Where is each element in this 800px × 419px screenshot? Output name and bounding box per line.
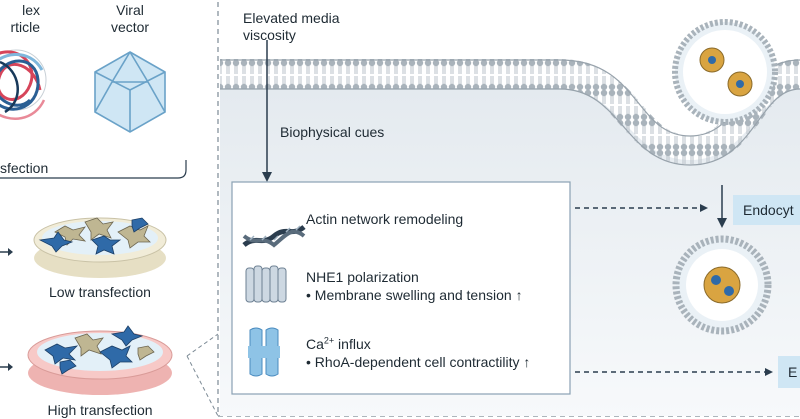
calcium-channel-icon bbox=[248, 327, 280, 377]
low-transfection-label: Low transfection bbox=[49, 284, 151, 300]
cues-arrow bbox=[262, 40, 272, 182]
low-transfection-dish bbox=[33, 217, 167, 278]
viral-label-line2: vector bbox=[110, 19, 150, 35]
actin-text: Actin network remodeling bbox=[306, 211, 464, 227]
left-arrow-low bbox=[0, 248, 13, 256]
viral-label-line1: Viral bbox=[116, 2, 144, 18]
endocytosis-label-box: Endocyt bbox=[733, 195, 800, 225]
endocytosis-arrow bbox=[717, 185, 727, 228]
biophysical-cues-label: Biophysical cues bbox=[280, 124, 385, 140]
complex-label-line2: rticle bbox=[10, 19, 40, 35]
viral-vector-icon bbox=[94, 51, 166, 133]
transfection-bracket bbox=[0, 160, 187, 179]
vesicle-top bbox=[672, 19, 778, 125]
nhe1-icon bbox=[245, 265, 287, 303]
zoom-callout-connector bbox=[186, 333, 219, 417]
viscosity-label-line2: viscosity bbox=[243, 27, 296, 43]
high-transfection-label: High transfection bbox=[47, 402, 153, 418]
high-transfection-dish bbox=[27, 325, 173, 395]
vesicle-internalized bbox=[672, 235, 772, 335]
membrane-swelling-text: • Membrane swelling and tension ↑ bbox=[306, 287, 523, 303]
viscosity-label-line1: Elevated media bbox=[243, 10, 340, 26]
calcium-influx-text: Ca2+ influx bbox=[306, 335, 371, 352]
dashed-arrow-bottom bbox=[575, 368, 773, 376]
dashed-arrow-endocytosis bbox=[575, 204, 708, 212]
actin-icon bbox=[242, 224, 306, 248]
cues-box bbox=[231, 181, 571, 395]
left-arrow-high bbox=[0, 363, 13, 371]
complex-label-line1: lex bbox=[22, 2, 40, 18]
transfection-label: sfection bbox=[0, 160, 49, 176]
nhe1-text: NHE1 polarization bbox=[306, 269, 419, 285]
complex-particle-icon bbox=[0, 49, 47, 120]
bottom-label-box: E bbox=[778, 356, 800, 388]
rhoa-contractility-text: • RhoA-dependent cell contractility ↑ bbox=[306, 354, 531, 370]
